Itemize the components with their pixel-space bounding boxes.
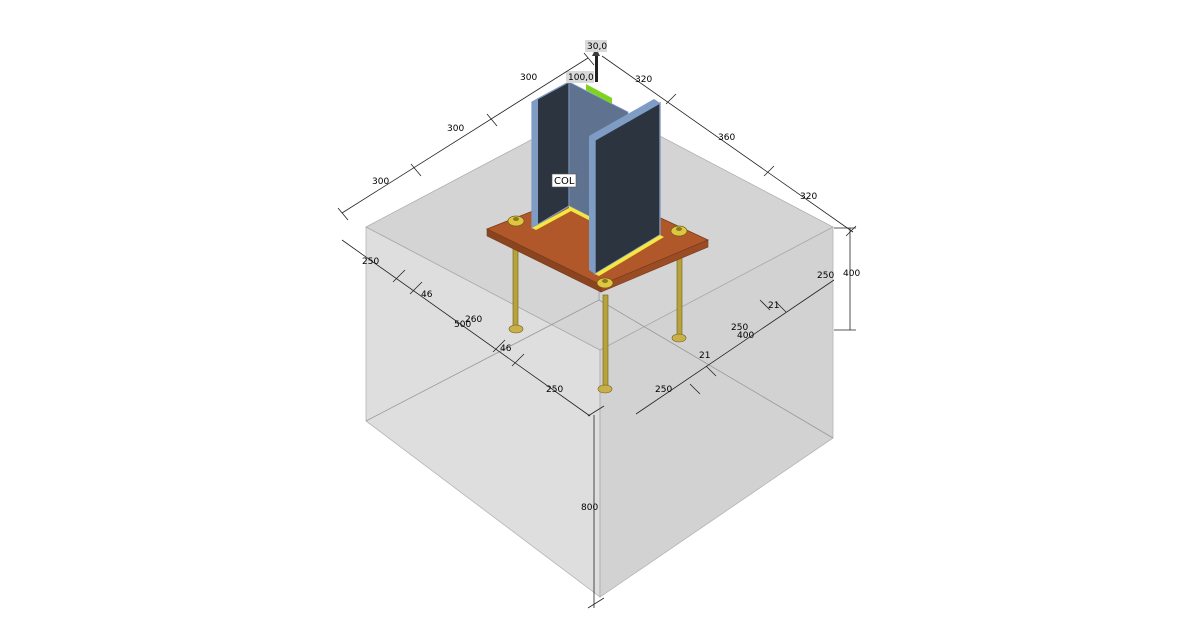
anchor-rods [508, 242, 687, 394]
column-front-flange-edge [589, 136, 595, 274]
load-marker [586, 84, 612, 104]
dim-label-right-side: 21 [768, 301, 779, 311]
dim-label-right-side: 400 [737, 331, 754, 341]
dim-tick [775, 301, 787, 313]
member-labels: COL 30,0 100,0 [551, 40, 607, 188]
hidden-edge [598, 299, 834, 439]
dim-tick [845, 225, 857, 237]
dim-tick [511, 353, 525, 367]
dim-tick [763, 165, 775, 177]
dim-label-right-side: 250 [817, 271, 834, 281]
dim-label-top-left: 300 [372, 177, 389, 187]
column-member [531, 48, 664, 276]
dim-tick [689, 383, 701, 395]
column-front-flange-top [589, 99, 660, 140]
dim-tick [587, 405, 605, 417]
anchor-washer-bottom [671, 333, 687, 343]
anchor-rod [676, 247, 683, 337]
dim-label-left-side: 500 [454, 320, 471, 330]
dim-label-top-left: 300 [447, 124, 464, 134]
anchor-nut-hole [676, 227, 682, 231]
member-label: COL [554, 176, 575, 187]
dim-tick [583, 52, 595, 66]
dim-tick [409, 281, 423, 295]
dim-tick [410, 163, 422, 177]
dim-label-right-side: 21 [699, 351, 710, 361]
anchor-rod [512, 242, 519, 331]
dim-label-top-left: 300 [520, 73, 537, 83]
load-label-box [585, 40, 607, 52]
base-plate-side-right [600, 239, 709, 293]
load-label: 30,0 [587, 42, 607, 52]
dim-tick [759, 299, 771, 311]
hidden-edge [365, 299, 600, 422]
dim-label-left-side: 46 [421, 290, 433, 300]
anchor-nut-hole [602, 279, 608, 283]
dim-tick [665, 93, 677, 105]
dimension-lines [337, 52, 857, 609]
dim-label-right-side: 250 [731, 323, 748, 333]
dim-label-right-side: 250 [655, 385, 672, 395]
dim-label-top-right: 320 [800, 192, 817, 202]
weld-front-flange [595, 235, 664, 276]
dim-tick [392, 269, 406, 283]
dim-label-left-side-partial: 260 [465, 315, 482, 325]
dim-label-left-side: 46 [500, 344, 512, 354]
anchor-nut-hole [513, 217, 519, 221]
dim-label-height: 400 [843, 269, 860, 279]
dim-line [601, 55, 854, 233]
column-back-flange-top [532, 78, 575, 102]
dim-tick [337, 207, 349, 221]
anchor-washer-bottom [597, 384, 613, 394]
dim-tick [492, 339, 506, 353]
column-back-flange-edge [532, 98, 538, 228]
load-label: 100,0 [568, 73, 594, 83]
dim-label-top-right: 320 [635, 75, 652, 85]
dimension-labels: 300 300 300 320 360 320 250 46 260 500 4… [362, 73, 860, 513]
dim-line [341, 57, 589, 214]
weld-back-flange [532, 208, 573, 230]
dim-line [341, 239, 591, 417]
dim-line [635, 279, 835, 415]
load-arrow-shaft [595, 52, 598, 82]
dim-label-top-right: 360 [718, 133, 735, 143]
anchor-rod [602, 294, 609, 389]
dim-label-depth: 800 [581, 503, 598, 513]
dim-label-left-side: 250 [362, 257, 379, 267]
dim-tick [705, 365, 717, 377]
load-label-box [566, 71, 594, 83]
anchor-washer-bottom [508, 324, 524, 334]
dim-tick [486, 113, 498, 127]
member-label-box [551, 173, 577, 188]
dim-label-left-side: 250 [546, 385, 563, 395]
dim-tick [587, 597, 605, 609]
